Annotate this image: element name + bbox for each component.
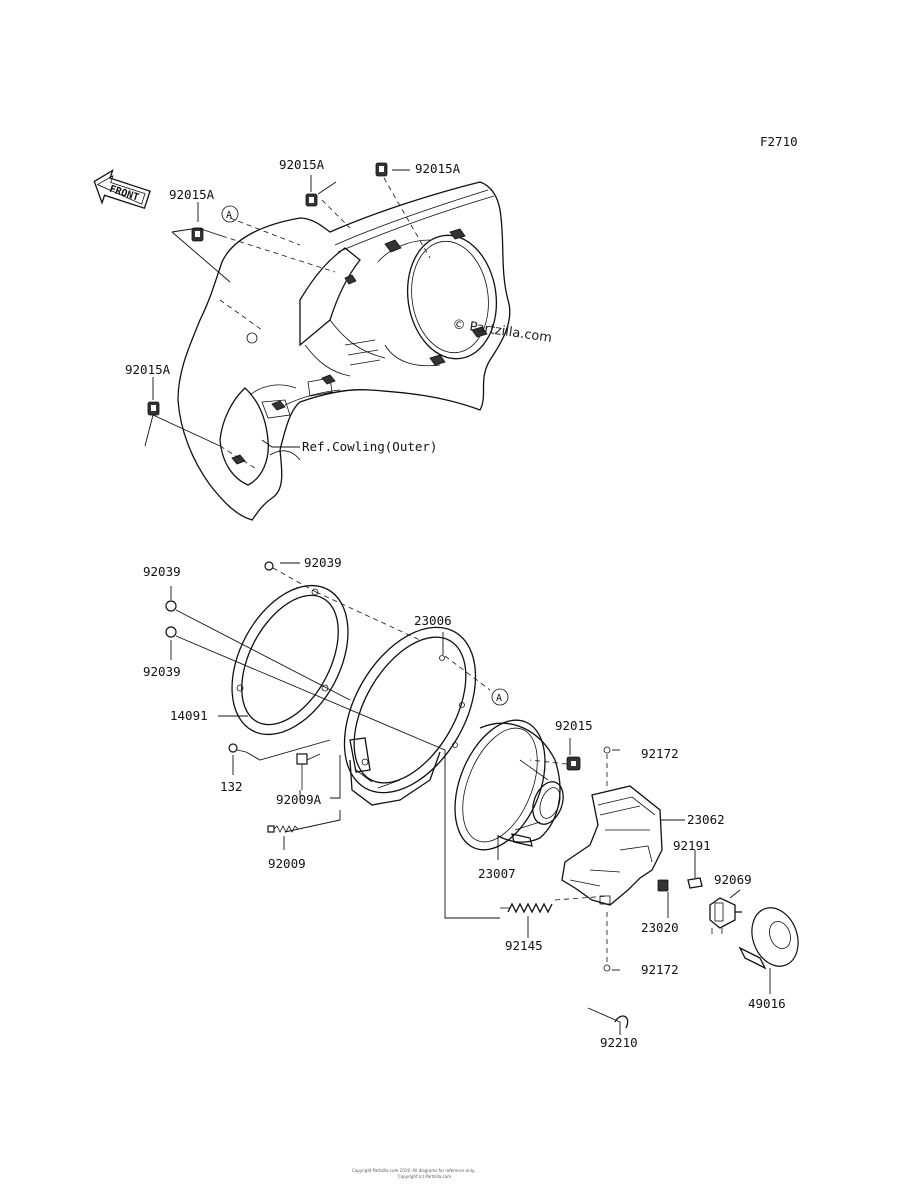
bezel-ring-14091	[231, 584, 349, 736]
ref-marker-a-lower	[491, 688, 509, 706]
bracket-23062	[561, 785, 663, 906]
clip-92015a-mid	[305, 193, 318, 207]
label-92172-bottom: 92172	[641, 962, 679, 977]
clip-92015a-top	[375, 162, 388, 177]
label-92069: 92069	[714, 872, 752, 887]
boot-49016	[738, 907, 799, 970]
bolt-92039-b	[165, 600, 177, 612]
bolt-92039-c	[165, 626, 177, 638]
label-23062: 23062	[687, 812, 725, 827]
label-92015a-top: 92015A	[415, 161, 461, 176]
footer-line-1: Copyright Partzilla.com 2019. All diagra…	[352, 1168, 475, 1173]
nut-92172-bottom	[603, 964, 611, 972]
cowling-inner	[177, 181, 511, 521]
pin-92191	[687, 877, 703, 889]
label-92039-left: 92039	[143, 564, 181, 579]
nut-92172-top	[603, 746, 611, 754]
ref-marker-a-lower-text: A	[496, 693, 502, 704]
label-23007: 23007	[478, 866, 516, 881]
label-92009a: 92009A	[276, 792, 322, 807]
label-92015a-low: 92015A	[125, 362, 171, 377]
socket-23020	[657, 879, 669, 892]
ref-marker-a-upper-text: A	[226, 210, 232, 221]
spring-92145	[500, 902, 553, 914]
label-23006: 23006	[414, 613, 452, 628]
ref-cowling-outer: Ref.Cowling(Outer)	[302, 439, 437, 454]
label-92015: 92015	[555, 718, 593, 733]
screw-132	[228, 743, 247, 753]
front-arrow-icon: FRONT	[93, 169, 151, 210]
label-92039-lower: 92039	[143, 664, 181, 679]
footer-line-2: Copyright (c) Partzilla.com	[398, 1174, 451, 1179]
bulb-92069	[709, 897, 742, 934]
label-132: 132	[220, 779, 243, 794]
label-92145: 92145	[505, 938, 543, 953]
watermark: © Partzilla.com	[451, 317, 552, 346]
label-92191: 92191	[673, 838, 711, 853]
figure-code: F2710	[760, 134, 798, 149]
label-92015a-left: 92015A	[169, 187, 215, 202]
clip-92015a-low	[147, 401, 160, 416]
bolt-92009a	[296, 753, 321, 790]
label-23020: 23020	[641, 920, 679, 935]
nut-92015	[566, 756, 581, 771]
clip-92015a-left	[191, 227, 204, 242]
headlight-unit-23007	[454, 719, 564, 851]
label-49016: 49016	[748, 996, 786, 1011]
mounting-ring-23006	[343, 626, 477, 806]
label-92015a-mid: 92015A	[279, 157, 325, 172]
label-92172-top: 92172	[641, 746, 679, 761]
label-92039-top: 92039	[304, 555, 342, 570]
label-14091: 14091	[170, 708, 208, 723]
clip-92210	[614, 1015, 629, 1029]
label-92210: 92210	[600, 1035, 638, 1050]
bolt-92039-a	[264, 561, 274, 571]
ref-marker-a-upper	[221, 205, 239, 223]
label-92009: 92009	[268, 856, 306, 871]
screw-92009	[267, 825, 299, 833]
